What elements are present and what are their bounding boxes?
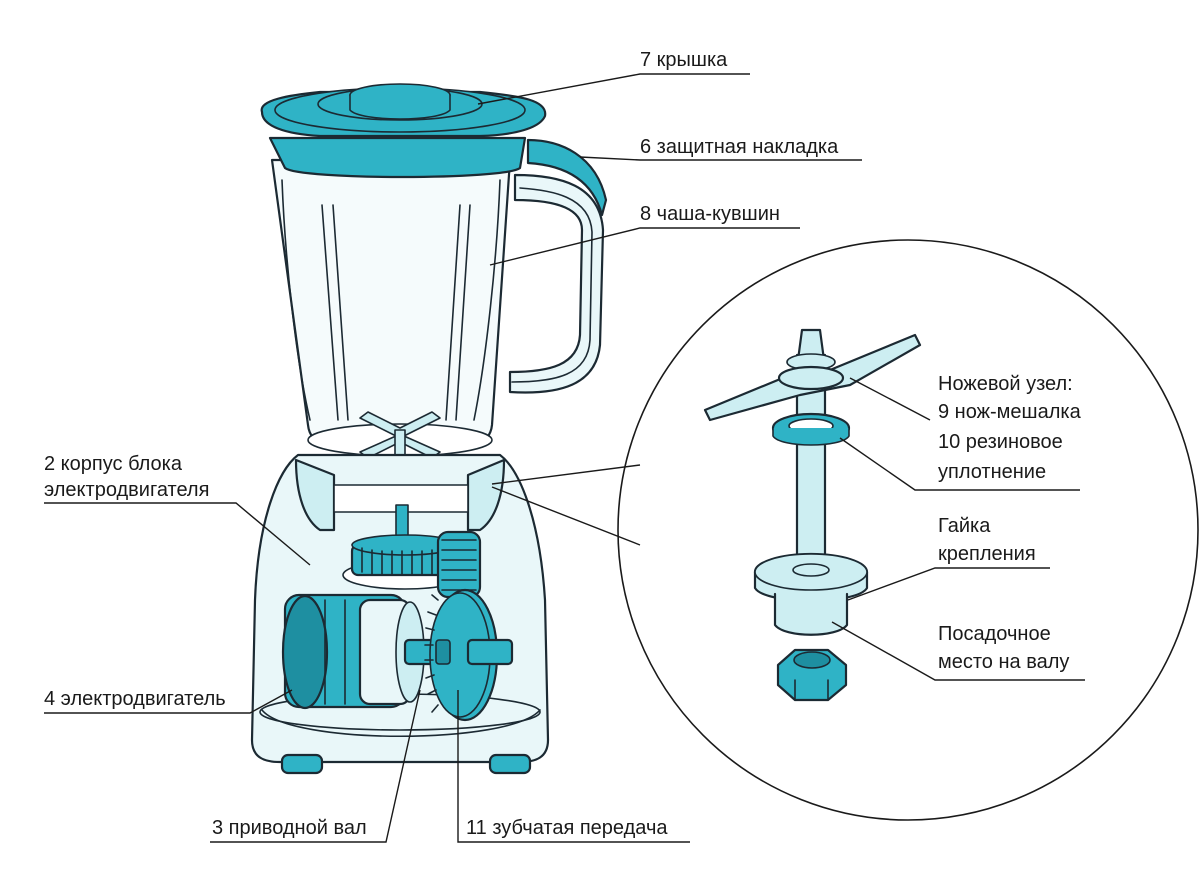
label-knife: 9 нож-мешалка bbox=[938, 401, 1082, 423]
label-gear: 11 зубчатая передача bbox=[466, 817, 668, 839]
label-nut-line1: Гайка bbox=[938, 515, 991, 537]
label-seal-line1: 10 резиновое bbox=[938, 431, 1063, 453]
side-gear bbox=[436, 530, 482, 599]
rubber-seal bbox=[771, 412, 851, 446]
zoom-lines bbox=[491, 464, 641, 546]
label-guard: 6 защитная накладка bbox=[640, 136, 839, 158]
guard-pad bbox=[526, 138, 608, 217]
hex-nut bbox=[776, 648, 848, 702]
label-seat-line2: место на валу bbox=[938, 651, 1069, 673]
jug-handle bbox=[508, 173, 605, 394]
magnifier bbox=[491, 239, 1199, 821]
lid-ring bbox=[268, 136, 527, 179]
label-lid: 7 крышка bbox=[640, 49, 728, 71]
label-motor: 4 электродвигатель bbox=[44, 688, 226, 710]
mount-flange bbox=[753, 552, 869, 636]
label-motor-housing-line1: 2 корпус блока bbox=[44, 453, 183, 475]
drive-gear bbox=[424, 588, 514, 722]
label-nut-line2: крепления bbox=[938, 543, 1036, 565]
blender bbox=[250, 83, 608, 775]
knife-blade bbox=[703, 333, 922, 422]
label-seal-line2: уплотнение bbox=[938, 461, 1046, 483]
label-seat-line1: Посадочное bbox=[938, 623, 1051, 645]
label-motor-housing-line2: электродвигателя bbox=[44, 479, 209, 501]
labels: 7 крышка 6 защитная накладка 8 чаша-кувш… bbox=[44, 49, 1082, 839]
zoom-circle bbox=[617, 239, 1199, 821]
label-knife-unit: Ножевой узел: bbox=[938, 373, 1073, 395]
leader-lines bbox=[44, 73, 1085, 843]
label-drive-shaft: 3 приводной вал bbox=[212, 817, 367, 839]
label-jug: 8 чаша-кувшин bbox=[640, 203, 780, 225]
upper-gear bbox=[350, 534, 460, 577]
electric-motor bbox=[281, 593, 447, 710]
